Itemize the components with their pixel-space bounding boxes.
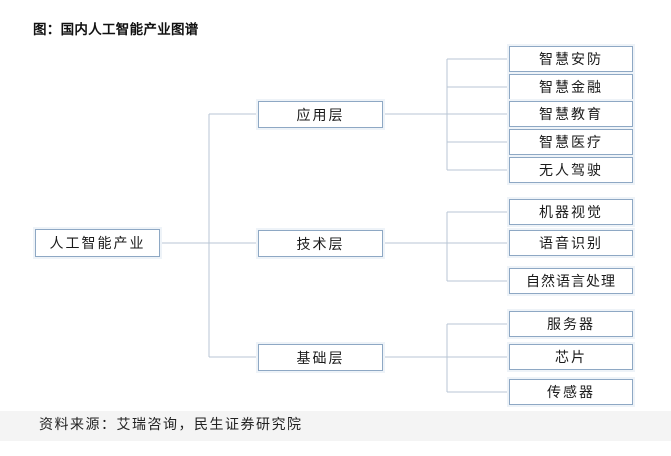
layer-node-technology: 技术层 xyxy=(258,230,383,257)
leaf-node-server: 服务器 xyxy=(509,311,633,337)
leaf-node-smart-education: 智慧教育 xyxy=(509,101,633,127)
leaf-node-speech-recognition: 语音识别 xyxy=(509,230,633,256)
leaf-node-autonomous-driving: 无人驾驶 xyxy=(509,157,633,183)
layer-node-foundation: 基础层 xyxy=(258,344,383,371)
leaf-node-chip: 芯片 xyxy=(509,344,633,370)
root-node: 人工智能产业 xyxy=(35,229,160,257)
source-note: 资料来源：艾瑞咨询，民生证券研究院 xyxy=(39,417,303,433)
source-bar xyxy=(0,411,671,441)
leaf-node-machine-vision: 机器视觉 xyxy=(509,199,633,225)
leaf-node-sensor: 传感器 xyxy=(509,379,633,405)
diagram-title: 图：国内人工智能产业图谱 xyxy=(33,22,199,38)
leaf-node-smart-finance: 智慧金融 xyxy=(509,74,633,100)
layer-node-application: 应用层 xyxy=(258,101,383,128)
leaf-node-smart-security: 智慧安防 xyxy=(509,46,633,72)
leaf-node-nlp: 自然语言处理 xyxy=(509,268,633,294)
leaf-node-smart-healthcare: 智慧医疗 xyxy=(509,129,633,155)
